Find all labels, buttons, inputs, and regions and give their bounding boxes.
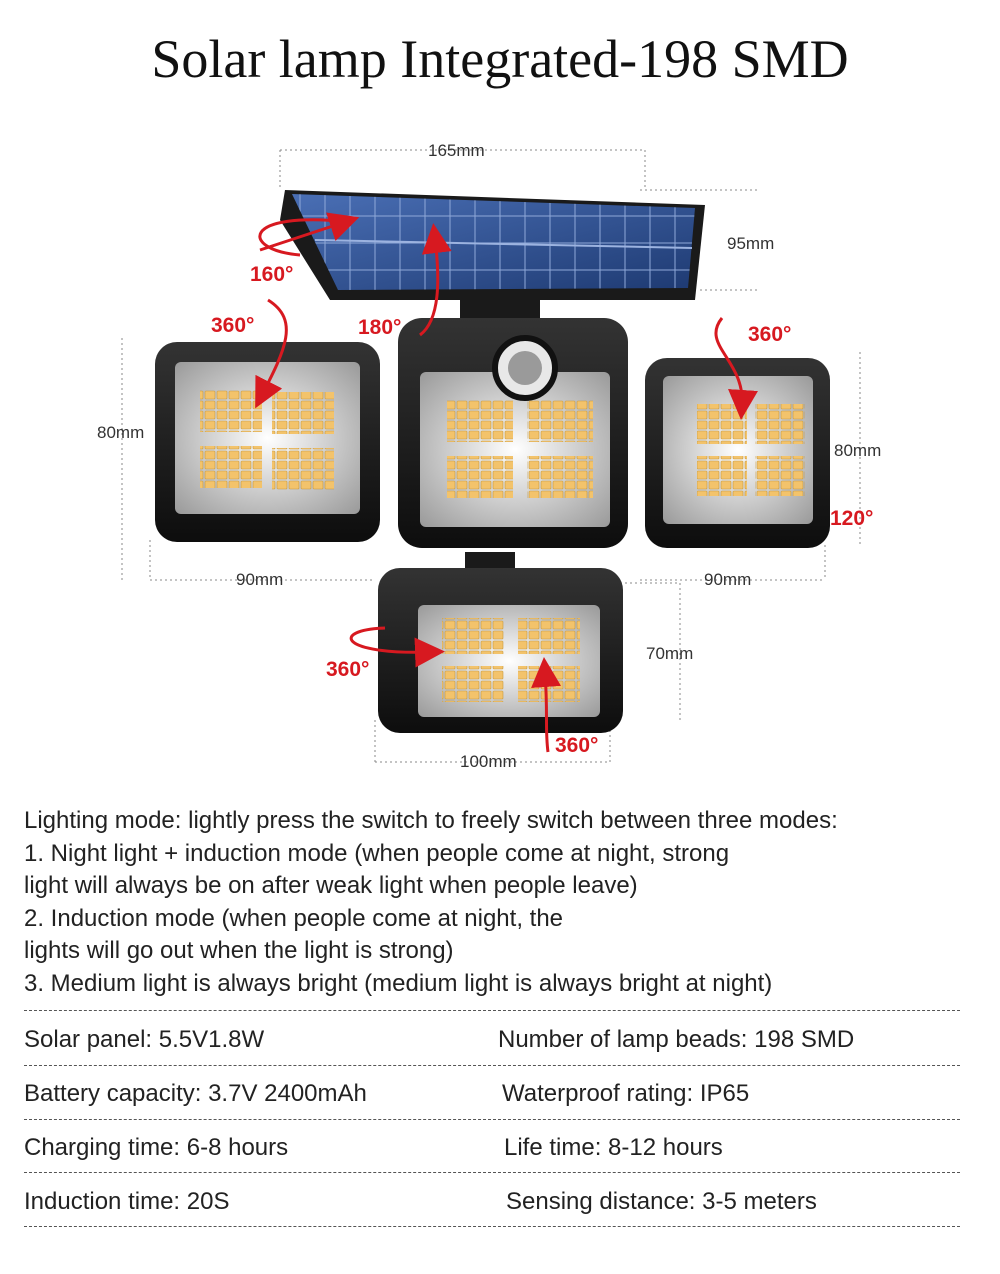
angle-bottom-tilt: 360° (555, 734, 598, 757)
divider (24, 1226, 960, 1227)
dim-bottom-height: 70mm (646, 644, 693, 663)
spec-life-time: Life time: 8-12 hours (504, 1134, 723, 1161)
bottom-lamp-head (378, 552, 623, 733)
angle-bottom-rotate: 360° (326, 658, 369, 681)
center-lamp-head (398, 318, 628, 548)
angle-panel-rotate: 160° (250, 263, 293, 286)
product-illustration: 165mm 95mm 80mm 90mm 80mm 90mm 70mm 100m… (0, 120, 1000, 780)
angle-right-tilt: 120° (830, 507, 873, 530)
angle-panel-tilt: 180° (358, 316, 401, 339)
dim-left-width: 90mm (236, 570, 283, 589)
modes-intro: Lighting mode: lightly press the switch … (24, 807, 838, 834)
right-lamp-head (645, 358, 830, 548)
angle-right-head: 360° (748, 323, 791, 346)
divider (24, 1119, 960, 1120)
spec-battery: Battery capacity: 3.7V 2400mAh (24, 1080, 367, 1107)
angle-left-head: 360° (211, 314, 254, 337)
dim-panel-height: 95mm (727, 234, 774, 253)
spec-induction-time: Induction time: 20S (24, 1188, 230, 1215)
spec-solar-panel: Solar panel: 5.5V1.8W (24, 1026, 265, 1053)
divider (24, 1065, 960, 1066)
dim-bottom-width: 100mm (460, 752, 517, 771)
rotation-arrows (255, 212, 758, 753)
mode-1-line-2: light will always be on after weak light… (24, 872, 638, 899)
dim-right-width: 90mm (704, 570, 751, 589)
dim-panel-width: 165mm (428, 141, 485, 160)
mode-2-line-1: 2. Induction mode (when people come at n… (24, 904, 564, 932)
spec-lamp-beads: Number of lamp beads: 198 SMD (498, 1026, 855, 1053)
solar-panel (280, 190, 705, 322)
dim-right-height: 80mm (834, 441, 881, 460)
spec-charging-time: Charging time: 6-8 hours (24, 1134, 289, 1161)
mode-1-line-1: 1. Night light + induction mode (when pe… (24, 839, 730, 867)
mode-2-line-2: lights will go out when the light is str… (24, 937, 454, 964)
spec-sensing-distance: Sensing distance: 3-5 meters (506, 1188, 817, 1215)
dimension-guides (121, 149, 861, 763)
spec-waterproof: Waterproof rating: IP65 (502, 1080, 750, 1107)
dim-left-height: 80mm (97, 423, 144, 442)
divider (24, 1172, 960, 1173)
page-title: Solar lamp Integrated-198 SMD (151, 29, 849, 89)
mode-3: 3. Medium light is always bright (medium… (24, 969, 773, 997)
divider (24, 1010, 960, 1011)
lighting-modes: Lighting mode: lightly press the switch … (24, 805, 984, 1000)
left-lamp-head (155, 342, 380, 542)
